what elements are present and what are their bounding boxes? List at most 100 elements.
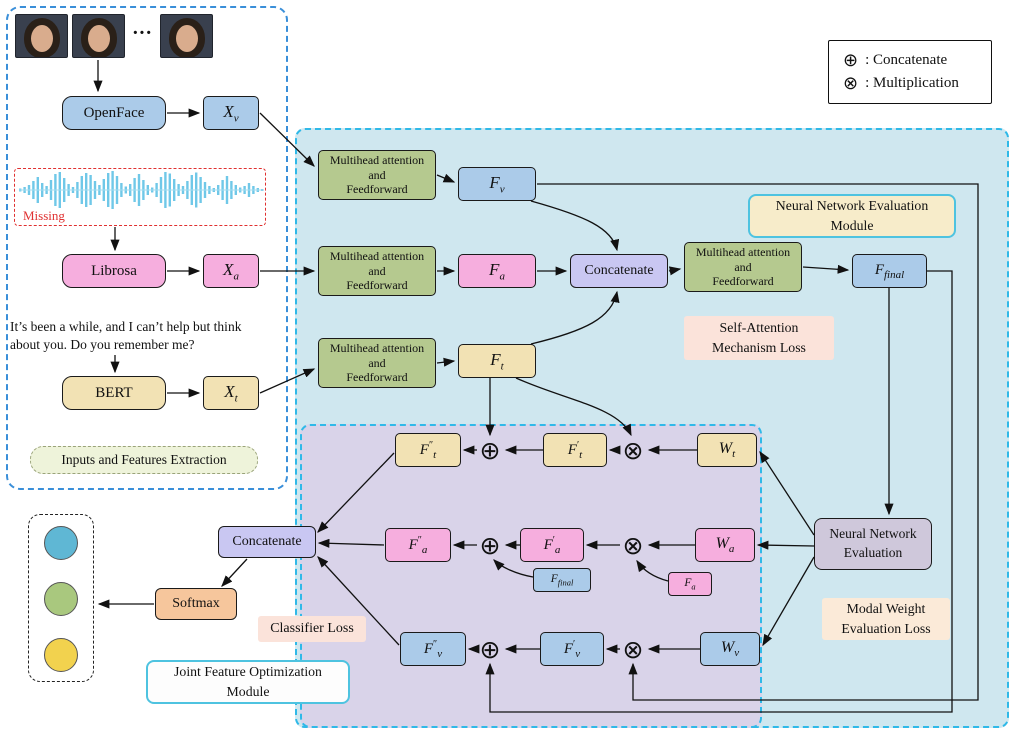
fa-doubleprime-label: F″a [408, 534, 428, 556]
wv-label: Wv [720, 638, 740, 660]
audio-waveform [19, 171, 264, 209]
xv-label: Xv [223, 101, 239, 125]
wt-box: Wt [697, 433, 757, 467]
face-skin [175, 25, 198, 52]
self-attention-loss-label: Self-Attention Mechanism Loss [684, 316, 834, 360]
times-icon-v: ⊗ [622, 634, 644, 664]
fa-prime-box: F′a [520, 528, 584, 562]
ellipsis-dots: ··· [131, 22, 152, 44]
legend-concatenate-label: : Concatenate [865, 52, 948, 68]
mha-text-box: Multihead attention and Feedforward [318, 338, 436, 388]
joint-fusion-module-text: Joint Feature Optimization Module [174, 664, 322, 699]
nne-label: Neural Network Evaluation [829, 526, 917, 560]
xt-label: Xt [224, 381, 238, 405]
mha-visual-box: Multihead attention and Feedforward [318, 150, 436, 200]
ft-prime-box: F′t [543, 433, 607, 467]
f-final-box: Ffinal [852, 254, 927, 288]
face-thumbnail-1 [15, 14, 68, 58]
fv-box: Fv [458, 167, 536, 201]
softmax-label: Softmax [172, 596, 220, 611]
fa-box: Fa [458, 254, 536, 288]
f-final-label: Ffinal [874, 261, 905, 281]
input-extraction-panel [6, 6, 288, 490]
legend-multiplication-row: ⊗ : Multiplication [843, 72, 991, 94]
text-sample: It’s been a while, and I can’t help but … [10, 319, 242, 352]
mha-final-label: Multihead attention and Feedforward [695, 245, 791, 289]
classifier-loss-text: Classifier Loss [270, 621, 354, 636]
output-classes-box [28, 514, 94, 682]
audio-missing-box: Missing [14, 168, 266, 226]
small-f-final-label: Ffinal [550, 572, 574, 588]
classifier-loss-label: Classifier Loss [258, 616, 366, 642]
fv-label: Fv [489, 172, 505, 196]
mha-text-label: Multihead attention and Feedforward [329, 341, 425, 385]
softmax-box: Softmax [155, 588, 237, 620]
missing-label: Missing [23, 208, 65, 223]
wa-box: Wa [695, 528, 755, 562]
output-class-circle-3 [44, 638, 78, 672]
nn-evaluation-module-label: Neural Network Evaluation Module [748, 194, 956, 238]
openface-label: OpenFace [83, 104, 145, 121]
plus-icon-v: ⊕ [479, 634, 501, 664]
fa-doubleprime-box: F″a [385, 528, 451, 562]
legend-multiplication-label: : Multiplication [865, 75, 959, 91]
face-thumbnail-3 [160, 14, 213, 58]
modal-weight-loss-label: Modal Weight Evaluation Loss [822, 598, 950, 640]
output-class-circle-2 [44, 582, 78, 616]
face-skin [30, 25, 53, 52]
mha-visual-label: Multihead attention and Feedforward [329, 153, 425, 197]
fv-prime-box: F′v [540, 632, 604, 666]
wt-label: Wt [718, 439, 736, 461]
ft-box: Ft [458, 344, 536, 378]
fv-doubleprime-box: F″v [400, 632, 466, 666]
concatenate-symbol-icon: ⊕ [843, 49, 859, 71]
face-skin [87, 25, 110, 52]
fv-doubleprime-label: F″v [423, 638, 443, 660]
legend-concatenate-row: ⊕ : Concatenate [843, 49, 991, 71]
bert-label: BERT [95, 384, 133, 401]
nne-box: Neural Network Evaluation [814, 518, 932, 570]
small-f-final-box: Ffinal [533, 568, 591, 592]
concatenate-label: Concatenate [584, 263, 654, 278]
xa-box: Xa [203, 254, 259, 288]
self-attention-loss-text: Self-Attention Mechanism Loss [712, 320, 806, 355]
plus-icon-a: ⊕ [479, 530, 501, 560]
ft-doubleprime-box: F″t [395, 433, 461, 467]
times-icon-a: ⊗ [622, 530, 644, 560]
concatenate-box: Concatenate [570, 254, 668, 288]
xt-box: Xt [203, 376, 259, 410]
wa-label: Wa [715, 534, 735, 556]
mha-audio-box: Multihead attention and Feedforward [318, 246, 436, 296]
concatenate2-label: Concatenate [232, 534, 302, 549]
xa-label: Xa [223, 259, 239, 283]
mha-audio-label: Multihead attention and Feedforward [329, 249, 425, 293]
fa-prime-label: F′a [543, 534, 561, 556]
concatenate2-box: Concatenate [218, 526, 316, 558]
plus-icon-t: ⊕ [479, 435, 501, 465]
times-icon-t: ⊗ [622, 435, 644, 465]
face-thumbnail-2 [72, 14, 125, 58]
nn-evaluation-module-text: Neural Network Evaluation Module [775, 198, 929, 233]
librosa-label: Librosa [91, 262, 137, 279]
fv-prime-label: F′v [563, 638, 581, 660]
arrow-concat2-softmax [221, 558, 248, 587]
ft-prime-label: F′t [567, 439, 583, 461]
mha-final-box: Multihead attention and Feedforward [684, 242, 802, 292]
ft-doubleprime-label: F″t [419, 439, 437, 461]
modal-weight-loss-text: Modal Weight Evaluation Loss [841, 601, 931, 636]
ft-label: Ft [490, 349, 504, 373]
input-panel-caption-label: Inputs and Features Extraction [61, 452, 227, 467]
xv-box: Xv [203, 96, 259, 130]
wv-box: Wv [700, 632, 760, 666]
librosa-box: Librosa [62, 254, 166, 288]
bert-box: BERT [62, 376, 166, 410]
small-fa-box: Fa [668, 572, 712, 596]
output-class-circle-1 [44, 526, 78, 560]
multiplication-symbol-icon: ⊗ [843, 72, 859, 94]
fa-label: Fa [489, 259, 505, 283]
small-fa-label: Fa [684, 576, 696, 592]
joint-fusion-module-label: Joint Feature Optimization Module [146, 660, 350, 704]
openface-box: OpenFace [62, 96, 166, 130]
legend-box: ⊕ : Concatenate ⊗ : Multiplication [828, 40, 992, 104]
